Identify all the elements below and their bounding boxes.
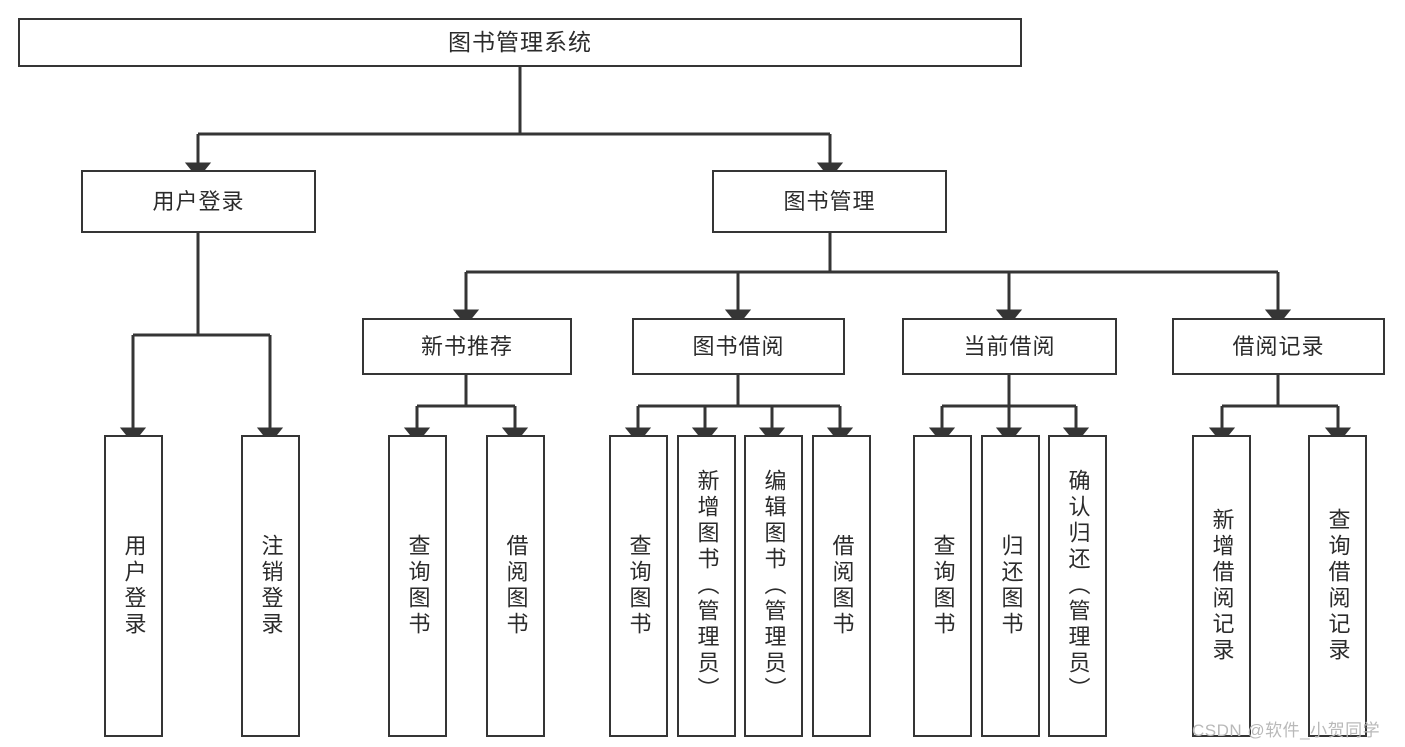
watermark-text: CSDN @软件_小贺同学 — [1192, 721, 1381, 740]
node-user-login[interactable]: 用户登录 — [81, 170, 316, 233]
node-label: 新书推荐 — [420, 333, 513, 359]
node-label: 注销登录 — [258, 534, 284, 638]
node-label: 查询图书 — [626, 534, 652, 638]
leaf-book-borrow-edit[interactable]: 编辑图书（管理员） — [744, 435, 803, 737]
node-label: 图书管理 — [783, 188, 876, 214]
leaf-book-borrow-query[interactable]: 查询图书 — [609, 435, 668, 737]
node-label: 用户登录 — [152, 188, 245, 214]
node-label: 归还图书 — [998, 534, 1024, 638]
node-label: 用户登录 — [121, 534, 147, 638]
leaf-new-book-borrow[interactable]: 借阅图书 — [486, 435, 545, 737]
node-label: 图书借阅 — [692, 333, 785, 359]
node-new-book-recommendation[interactable]: 新书推荐 — [362, 318, 572, 375]
node-label: 借阅图书 — [503, 534, 529, 638]
leaf-current-borrow-confirm-return[interactable]: 确认归还（管理员） — [1048, 435, 1107, 737]
leaf-book-borrow-borrow[interactable]: 借阅图书 — [812, 435, 871, 737]
node-label: 借阅图书 — [829, 534, 855, 638]
leaf-user-login-signin[interactable]: 用户登录 — [104, 435, 163, 737]
leaf-book-borrow-add[interactable]: 新增图书（管理员） — [677, 435, 736, 737]
leaf-new-book-query[interactable]: 查询图书 — [388, 435, 447, 737]
node-label: 查询图书 — [405, 534, 431, 638]
node-borrow-record[interactable]: 借阅记录 — [1172, 318, 1385, 375]
node-label: 编辑图书（管理员） — [761, 469, 787, 703]
node-book-management[interactable]: 图书管理 — [712, 170, 947, 233]
leaf-borrow-record-add[interactable]: 新增借阅记录 — [1192, 435, 1251, 737]
node-label: 借阅记录 — [1232, 333, 1325, 359]
node-label: 新增图书（管理员） — [694, 469, 720, 703]
node-book-borrow[interactable]: 图书借阅 — [632, 318, 845, 375]
node-label: 新增借阅记录 — [1209, 508, 1235, 664]
node-label: 当前借阅 — [963, 333, 1056, 359]
node-current-borrow[interactable]: 当前借阅 — [902, 318, 1117, 375]
node-label: 图书管理系统 — [448, 29, 592, 56]
node-root-book-management-system[interactable]: 图书管理系统 — [18, 18, 1022, 67]
node-label: 查询图书 — [930, 534, 956, 638]
leaf-borrow-record-query[interactable]: 查询借阅记录 — [1308, 435, 1367, 737]
leaf-current-borrow-return[interactable]: 归还图书 — [981, 435, 1040, 737]
node-label: 确认归还（管理员） — [1065, 469, 1091, 703]
leaf-user-login-signout[interactable]: 注销登录 — [241, 435, 300, 737]
leaf-current-borrow-query[interactable]: 查询图书 — [913, 435, 972, 737]
node-label: 查询借阅记录 — [1325, 508, 1351, 664]
